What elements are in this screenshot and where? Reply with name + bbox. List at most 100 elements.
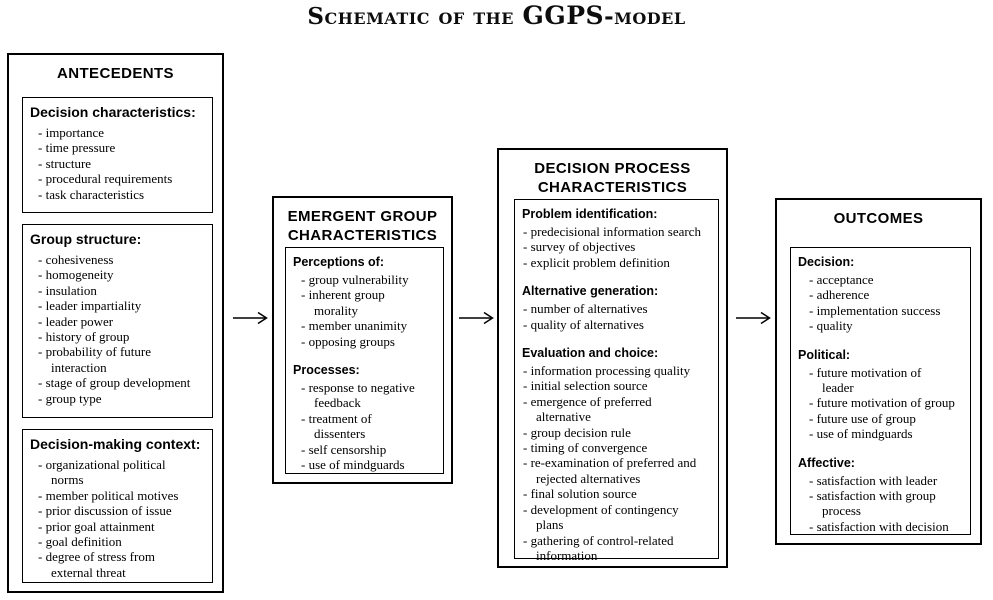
panel-outcomes: Decision: - acceptance- adherence- imple…	[790, 247, 971, 535]
items-list: - response to negative feedback- treatme…	[293, 380, 440, 472]
section-heading: Decision-making context:	[30, 436, 201, 452]
list-item: - group decision rule	[523, 424, 631, 440]
box-heading-line: CHARACTERISTICS	[537, 179, 688, 196]
items-list: - group vulnerability- inherent group mo…	[293, 272, 440, 349]
list-item: - structure	[38, 155, 92, 171]
title-prefix: Schematic of the	[307, 3, 523, 30]
box-heading: EMERGENT GROUP CHARACTERISTICS	[274, 198, 451, 245]
section-heading: Evaluation and choice:	[522, 346, 659, 361]
list-item: - group vulnerability	[301, 272, 409, 287]
box-heading: OUTCOMES	[833, 210, 924, 227]
list-item: - adherence	[809, 287, 870, 303]
list-item: - time pressure	[38, 140, 116, 156]
list-item: - satisfaction with leader	[809, 472, 938, 488]
items-list: - cohesiveness- homogeneity- insulation-…	[30, 252, 209, 406]
list-item: - future use of group	[809, 410, 916, 426]
list-item: - acceptance	[809, 272, 874, 287]
section: Evaluation and choice: - information pro…	[522, 345, 715, 563]
section-heading: Perceptions of:	[293, 255, 384, 269]
list-item: - quality	[809, 318, 853, 334]
box-outcomes: OUTCOMES Decision: - acceptance- adheren…	[775, 198, 982, 545]
section-heading: Affective:	[798, 455, 855, 470]
section-heading: Political:	[798, 347, 851, 362]
arrow-right-icon	[459, 311, 494, 325]
list-item: - number of alternatives	[523, 301, 648, 317]
list-item: - re-examination of preferred and reject…	[523, 455, 697, 486]
box-heading: DECISION PROCESS CHARACTERISTICS	[499, 150, 726, 197]
panel-decision-process: Problem identification: - predecisional …	[514, 199, 719, 563]
section: Alternative generation: - number of alte…	[522, 283, 715, 332]
list-item: - future motivation of group	[809, 395, 955, 411]
section: Decision: - acceptance- adherence- imple…	[798, 254, 967, 334]
items-list: - information processing quality- initia…	[522, 363, 715, 563]
panel-group-structure: Group structure: - cohesiveness- homogen…	[22, 224, 213, 418]
list-item: - organizational political norms	[38, 457, 166, 488]
diagram-title: Schematic of the GGPS-model	[0, 1, 993, 30]
list-item: - history of group	[38, 329, 130, 345]
list-item: - cohesiveness	[38, 252, 114, 267]
list-item: - information processing quality	[523, 363, 691, 379]
list-item: - homogeneity	[38, 267, 114, 283]
section: Problem identification: - predecisional …	[522, 206, 715, 270]
items-list: - number of alternatives- quality of alt…	[522, 301, 715, 332]
section-heading: Alternative generation:	[522, 284, 659, 299]
list-item: - insulation	[38, 282, 97, 298]
list-item: - development of contingency plans	[523, 501, 679, 533]
list-item: - goal definition	[38, 534, 122, 550]
list-item: - treatment of dissenters	[301, 410, 372, 442]
section: Group structure: - cohesiveness- homogen…	[30, 231, 209, 406]
list-item: - task characteristics	[38, 186, 145, 202]
list-item: - use of mindguards	[301, 457, 405, 473]
list-item: - stage of group development	[38, 375, 191, 391]
list-item: - leader impartiality	[38, 298, 142, 314]
box-emergent-group-characteristics: EMERGENT GROUP CHARACTERISTICS Perceptio…	[272, 196, 453, 484]
list-item: - procedural requirements	[38, 171, 173, 187]
section: Perceptions of: - group vulnerability- i…	[293, 254, 440, 349]
arrow-right-icon	[233, 311, 268, 325]
list-item: - future motivation of leader	[809, 364, 922, 396]
items-list: - acceptance- adherence- implementation …	[798, 272, 967, 334]
items-list: - predecisional information search- surv…	[522, 224, 715, 270]
section-heading: Decision characteristics:	[30, 104, 196, 120]
title-acronym: GGPS	[522, 1, 605, 30]
list-item: - emergence of preferred alternative	[523, 393, 652, 425]
items-list: - satisfaction with leader- satisfaction…	[798, 473, 967, 535]
list-item: - gathering of control-related informati…	[523, 532, 674, 563]
list-item: - opposing groups	[301, 333, 395, 349]
list-item: - probability of future interaction	[38, 344, 151, 375]
box-heading-line: DECISION PROCESS	[534, 160, 691, 177]
title-suffix: -model	[604, 3, 686, 30]
list-item: - prior discussion of issue	[38, 503, 172, 519]
list-item: - final solution source	[523, 486, 637, 502]
items-list: - importance- time pressure- structure- …	[30, 125, 209, 202]
list-item: - initial selection source	[523, 378, 648, 394]
list-item: - explicit problem definition	[523, 254, 670, 270]
list-item: - degree of stress from external threat	[38, 549, 155, 580]
section: Decision characteristics: - importance- …	[30, 104, 209, 202]
list-item: - prior goal attainment	[38, 518, 155, 534]
box-heading-line: CHARACTERISTICS	[287, 227, 438, 244]
items-list: - future motivation of leader- future mo…	[798, 365, 967, 442]
section-heading: Decision:	[798, 255, 855, 269]
list-item: - predecisional information search	[523, 224, 701, 239]
list-item: - satisfaction with group process	[809, 488, 936, 519]
list-item: - use of mindguards	[809, 426, 913, 442]
list-item: - leader power	[38, 313, 114, 329]
box-heading: ANTECEDENTS	[57, 65, 174, 82]
list-item: - member political motives	[38, 487, 179, 503]
list-item: - response to negative feedback	[301, 380, 415, 411]
arrow-right-icon	[736, 311, 771, 325]
list-item: - inherent group morality	[301, 287, 385, 318]
section: Decision-making context: - organizationa…	[30, 436, 209, 580]
section: Political: - future motivation of leader…	[798, 347, 967, 442]
section-heading: Group structure:	[30, 231, 142, 247]
section: Processes: - response to negative feedba…	[293, 362, 440, 472]
panel-emergent-group: Perceptions of: - group vulnerability- i…	[285, 247, 444, 474]
list-item: - implementation success	[809, 302, 941, 318]
section-heading: Processes:	[293, 363, 360, 378]
list-item: - self censorship	[301, 441, 387, 457]
list-item: - member unanimity	[301, 318, 408, 334]
list-item: - survey of objectives	[523, 239, 636, 255]
box-decision-process-characteristics: DECISION PROCESS CHARACTERISTICS Problem…	[497, 148, 728, 568]
